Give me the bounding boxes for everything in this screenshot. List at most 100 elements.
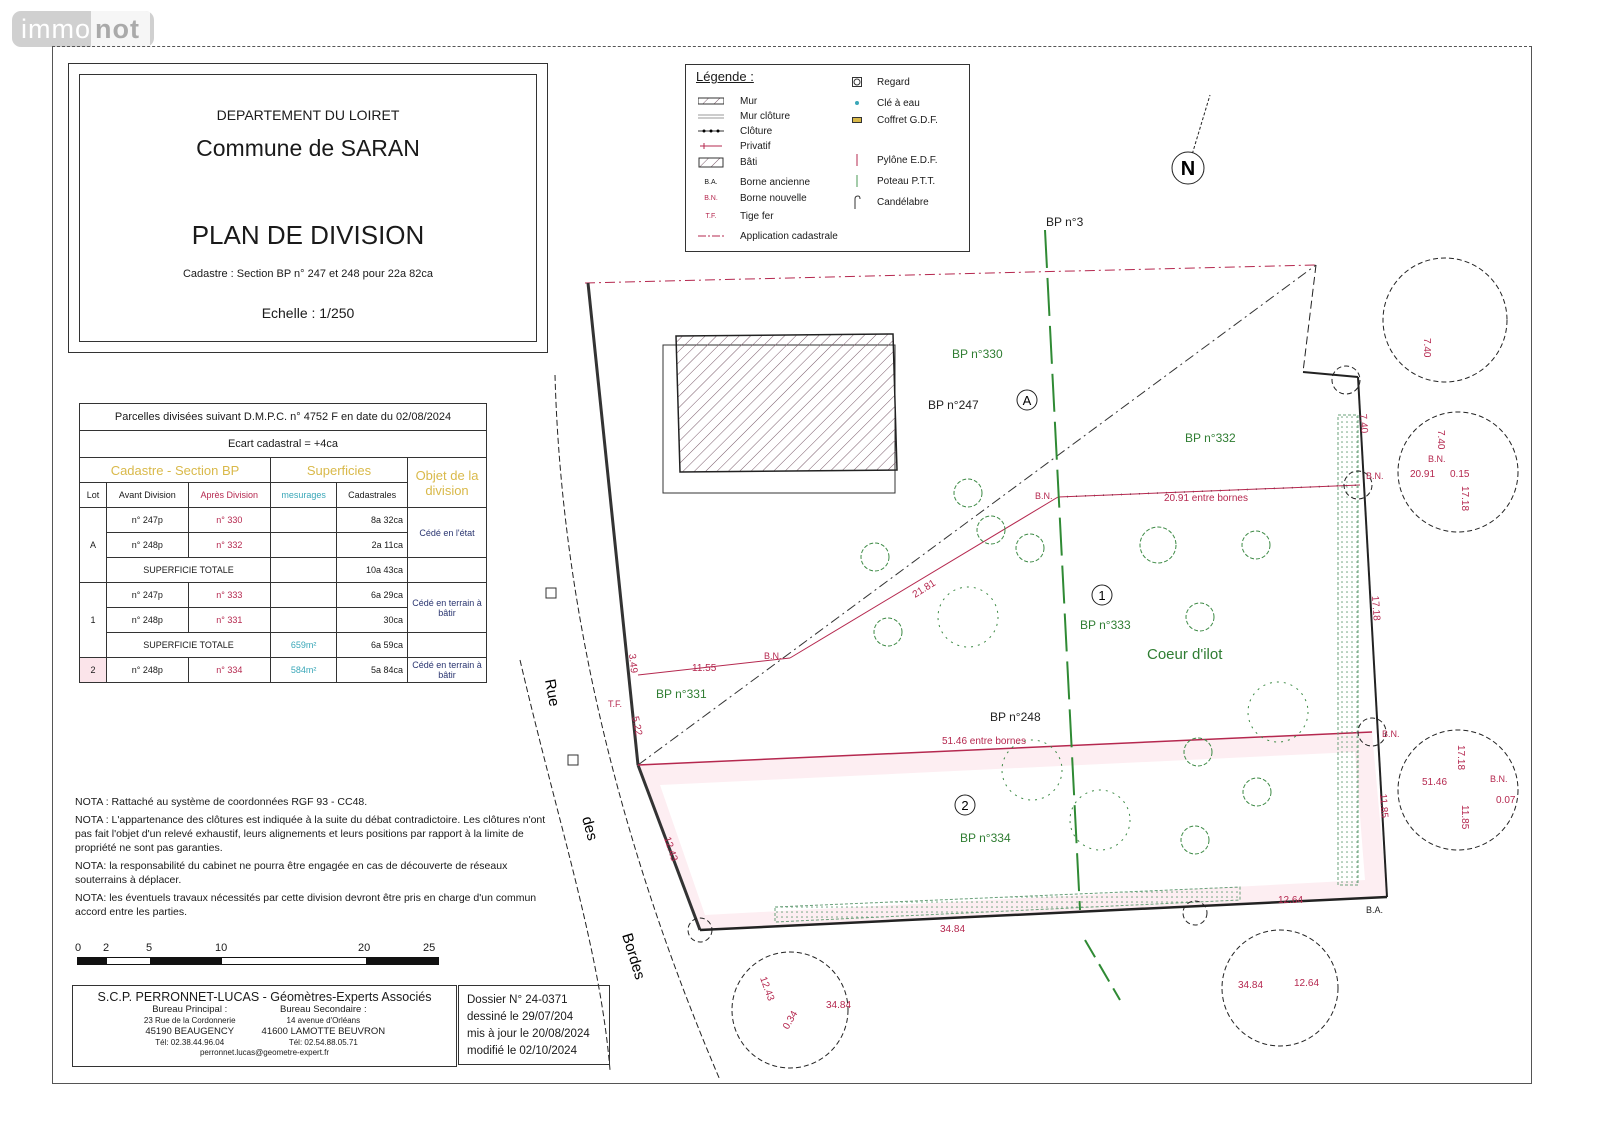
scale-tick-2: 2 <box>103 942 110 954</box>
legend-item-cloture: Clôture <box>696 124 772 138</box>
trees <box>860 478 1272 855</box>
scale-tick-10: 10 <box>215 942 228 954</box>
watermark-part1: immo <box>21 13 91 44</box>
title-block: DEPARTEMENT DU LOIRET Commune de SARAN P… <box>68 63 548 353</box>
detail-lr-1718: 17.18 <box>1455 745 1466 770</box>
detail-ur-bn: B.N. <box>1428 454 1446 464</box>
marker-tf: T.F. <box>608 699 622 709</box>
dossier-updated: mis à jour le 20/08/2024 <box>467 1028 590 1040</box>
detail-br-3484: 34.84 <box>1238 980 1263 991</box>
street-edge-left <box>554 374 721 1081</box>
right-boundary <box>1357 376 1388 898</box>
table-row: A n° 247p n° 330 8a 32ca Cédé en l'état <box>79 507 487 583</box>
dim-51-46: 51.46 entre bornes <box>942 736 1026 747</box>
commune-label: Commune de SARAN <box>196 135 420 161</box>
north-label: N <box>1181 158 1195 180</box>
table-ecart: Ecart cadastral = +4ca <box>79 430 487 458</box>
lot-1-marker <box>1091 584 1113 606</box>
parcel-bp334: BP n°334 <box>960 831 1011 845</box>
detail-ur-2091: 20.91 <box>1410 469 1435 480</box>
table-row: n° 248p n° 331 30ca <box>80 607 487 633</box>
dim-21-81: 21.81 <box>911 578 938 601</box>
borne-ancienne-icon: B.A. <box>704 178 718 186</box>
bureau-secondaire: Bureau Secondaire : 14 avenue d'Orléans … <box>261 1004 386 1047</box>
detail-ur-740: 7.40 <box>1435 430 1446 450</box>
dim-12-64: 12.64 <box>1278 895 1303 906</box>
tige-fer-icon: T.F. <box>705 212 717 220</box>
note-travaux: NOTA: les éventuels travaux nécessités p… <box>75 892 537 918</box>
legend-item-borne-nouvelle: B.N. Borne nouvelle <box>696 191 807 205</box>
legend-item-cle-a-eau: Clé à eau <box>851 96 920 110</box>
hedge-bottom <box>774 886 1241 923</box>
conifer-trees <box>937 586 1309 851</box>
street-edge-far <box>519 659 611 1071</box>
pylone-edf-icon <box>851 154 863 166</box>
dim-7-40: 7.40 <box>1357 413 1369 434</box>
application-cadastrale-icon <box>696 231 726 241</box>
borne-nouvelle-icon: B.N. <box>704 194 718 202</box>
note-responsabilite: NOTA: la responsabilité du cabinet ne po… <box>75 860 508 886</box>
dim-11-55: 11.55 <box>692 663 717 674</box>
col-cadastrales: Cadastrales <box>336 482 408 508</box>
col-mesurages: mesurages <box>269 482 338 508</box>
header-objet: Objet de la division <box>407 457 487 508</box>
division-11-55 <box>637 657 791 676</box>
division-21-81 <box>789 496 1059 659</box>
detail-bl-3484: 34.84 <box>826 1000 851 1011</box>
table-row: n° 248p n° 332 2a 11ca <box>80 532 487 558</box>
legend-item-coffret-gdf: Coffret G.D.F. <box>851 113 938 127</box>
legend-item-privatif: Privatif <box>696 139 771 153</box>
dim-11-85: 11.85 <box>1377 793 1390 818</box>
lot-2-marker <box>954 794 976 816</box>
division-51-46 <box>637 731 1373 766</box>
lot-A-label: A <box>1023 393 1032 408</box>
dossier-number: Dossier N° 24-0371 <box>467 994 568 1006</box>
marker-bn-4: B.N. <box>1382 729 1400 739</box>
lot-2-label: 2 <box>961 798 968 813</box>
dim-5-22: 5.22 <box>629 715 644 737</box>
parcel-bp247: BP n°247 <box>928 398 979 412</box>
street-name-rue: Rue <box>541 678 563 708</box>
detail-ur-015: 0.15 <box>1450 469 1470 480</box>
left-wall <box>586 282 640 766</box>
firm-name: S.C.P. PERRONNET-LUCAS - Géomètres-Exper… <box>97 990 432 1004</box>
parcel-bp3: BP n°3 <box>1046 215 1084 229</box>
detail-bl-034: 0.34 <box>781 1009 800 1032</box>
street-name-des: des <box>578 815 601 843</box>
legend-title: Légende : <box>696 69 754 84</box>
marker-bn-2: B.N. <box>1366 471 1384 481</box>
dim-17-18: 17.18 <box>1369 595 1382 621</box>
lot-A-marker <box>1016 389 1038 411</box>
detail-bl-1243: 12.43 <box>757 975 776 1003</box>
firm-email: perronnet.lucas@geometre-expert.fr <box>199 1048 330 1057</box>
parcel-division-table: Parcelles divisées suivant D.M.P.C. n° 4… <box>79 403 487 683</box>
legend-item-mur: Mur <box>696 94 757 108</box>
cadastre-label: Cadastre : Section BP n° 247 et 248 pour… <box>182 268 434 280</box>
regard-icon <box>851 77 863 87</box>
dossier-modified: modifié le 02/10/2024 <box>467 1045 577 1057</box>
legend-item-borne-ancienne: B.A. Borne ancienne <box>696 175 810 189</box>
table-title: Parcelles divisées suivant D.M.P.C. n° 4… <box>79 403 487 431</box>
table-row-total: SUPERFICIE TOTALE 659m² 6a 59ca <box>80 632 487 658</box>
dim-3-49: 3.49 <box>626 653 639 674</box>
marker-bn-3: B.N. <box>764 651 782 661</box>
watermark-part2: not <box>91 11 150 47</box>
col-lot: Lot <box>79 482 107 508</box>
legend-item-pylone-edf: Pylône E.D.F. <box>851 153 938 167</box>
sheet-frame <box>52 46 1532 1084</box>
plan-title: PLAN DE DIVISION <box>191 220 425 250</box>
parcel-bp332: BP n°332 <box>1185 431 1236 445</box>
header-cadastre: Cadastre - Section BP <box>79 457 271 483</box>
scale-bar-graphic <box>77 957 439 965</box>
parcel-bp330: BP n°330 <box>952 347 1003 361</box>
privatif-icon <box>696 141 726 151</box>
table-row: 1 n° 247p n° 333 6a 29ca Cédé en terrain… <box>79 582 487 658</box>
detail-br-1264: 12.64 <box>1294 978 1319 989</box>
regard-icon <box>567 754 579 766</box>
legend-item-regard: Regard <box>851 75 910 89</box>
detail-top-dim: 7.40 <box>1421 338 1432 358</box>
immonot-watermark: immo not <box>12 11 154 47</box>
hedge-right <box>1337 414 1359 886</box>
legend-item-tige-fer: T.F. Tige fer <box>696 209 774 223</box>
diagonal-cadastral <box>637 264 1317 766</box>
